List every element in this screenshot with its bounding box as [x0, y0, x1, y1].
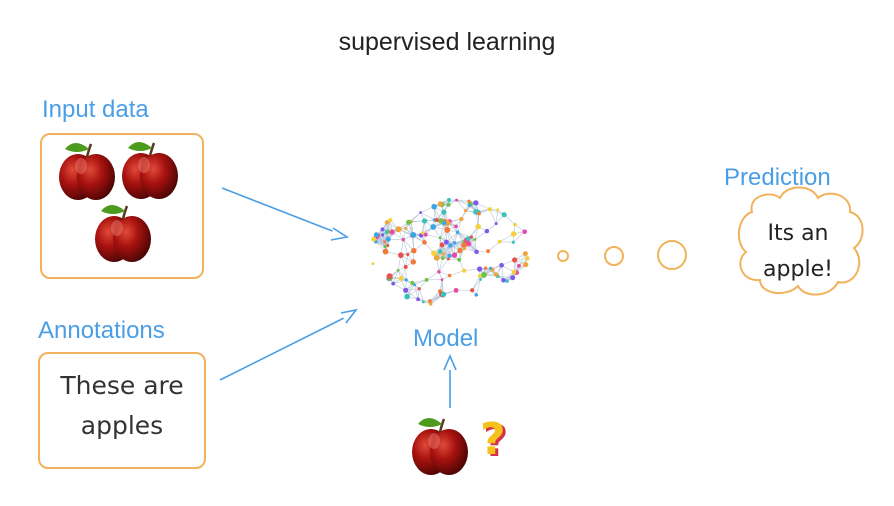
apple-icon: [410, 416, 470, 477]
apple-icon: [57, 141, 117, 202]
prediction-label: Prediction: [724, 164, 831, 191]
model-label: Model: [413, 325, 479, 352]
input-data-label: Input data: [42, 96, 149, 123]
apple-icon: [120, 140, 180, 201]
prediction-text-line2: apple!: [763, 257, 833, 282]
prediction-text: Its an apple!: [738, 216, 858, 288]
input-to-model-arrow: [221, 187, 350, 241]
annotation-text-line2: apples: [80, 411, 164, 440]
diagram-title: supervised learning: [338, 28, 556, 56]
annotations-label: Annotations: [38, 317, 165, 344]
brain-network-icon: [371, 198, 530, 306]
query-to-model-arrow: [443, 353, 457, 408]
annotations-to-model-arrow: [219, 308, 358, 381]
annotation-text-line1: These are: [60, 371, 184, 400]
prediction-text-line1: Its an: [767, 221, 829, 246]
question-mark-icon: ?: [480, 414, 506, 465]
thought-bubble-icon: [557, 240, 687, 270]
prediction-cloud: [737, 186, 864, 296]
annotation-text: These are apples: [38, 366, 206, 446]
apple-icon: [93, 203, 153, 264]
annotations-box: [38, 352, 206, 469]
